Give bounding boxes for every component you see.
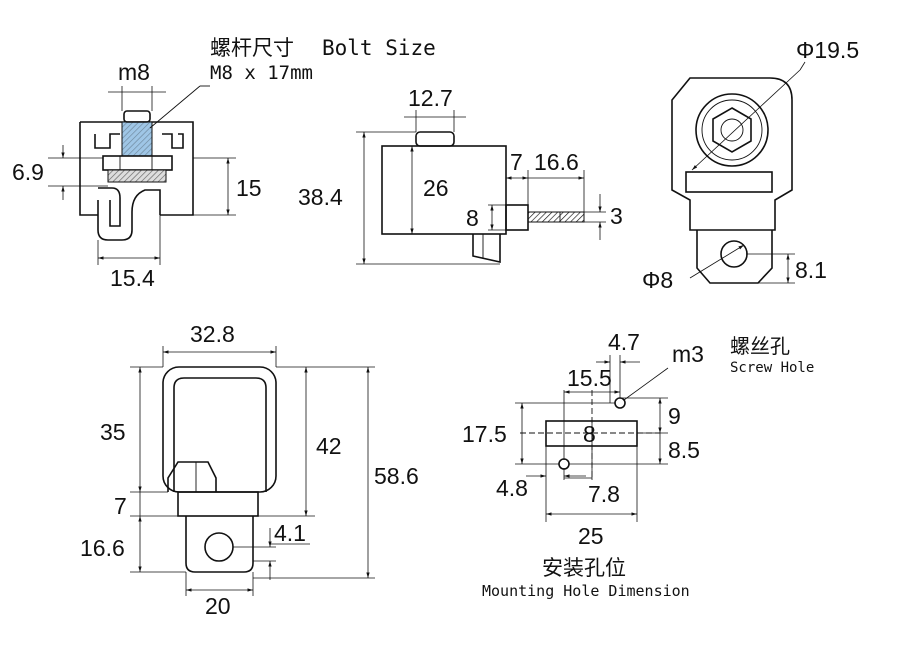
view-top: Φ19.5 Φ8 8.1 xyxy=(642,37,859,293)
dim-16-6-front: 16.6 xyxy=(80,535,125,561)
dim-38-4: 38.4 xyxy=(298,184,343,210)
bolt-size-label-zh: 螺杆尺寸 xyxy=(210,36,294,60)
dim-15: 15 xyxy=(236,175,262,201)
top-label-plate xyxy=(685,171,773,193)
dim-20: 20 xyxy=(205,593,231,619)
dim-4-8: 4.8 xyxy=(496,475,528,501)
mount-screw-hole-bottom xyxy=(558,458,570,470)
dim-7-front: 7 xyxy=(114,493,127,519)
side-bolt-head xyxy=(415,131,455,147)
side-foot xyxy=(472,234,501,263)
dim-15-4: 15.4 xyxy=(110,265,155,291)
top-terminal-hole xyxy=(720,240,748,268)
outline-nut xyxy=(167,461,217,492)
dim-12-7: 12.7 xyxy=(408,85,453,111)
side-terminal-base xyxy=(505,204,529,231)
bolt-thread-hatch xyxy=(122,122,152,156)
dim-7-side: 7 xyxy=(510,149,523,175)
dim-6-9: 6.9 xyxy=(12,159,44,185)
dim-7-8: 7.8 xyxy=(588,481,620,507)
dim-phi-8: Φ8 xyxy=(642,267,673,293)
screw-hole-label-en: Screw Hole xyxy=(730,360,814,376)
bolt-size-label-en: Bolt Size xyxy=(322,36,436,60)
outline-terminal xyxy=(185,516,254,573)
dim-26: 26 xyxy=(423,175,449,201)
front-inner-shelf xyxy=(94,133,184,149)
bolt-size-spec: M8 x 17mm xyxy=(210,62,313,84)
dim-32-8: 32.8 xyxy=(190,321,235,347)
outline-neck xyxy=(177,491,259,517)
top-terminal xyxy=(696,230,773,284)
mounting-hole-label-en: Mounting Hole Dimension xyxy=(482,582,690,600)
dim-8-1: 8.1 xyxy=(795,257,827,283)
view-front-bolt: m8 6.9 15 15.4 xyxy=(12,59,262,291)
dim-m3: m3 xyxy=(672,341,704,367)
outline-body xyxy=(162,366,277,493)
outline-terminal-hole xyxy=(204,532,234,562)
dim-15-5: 15.5 xyxy=(567,365,612,391)
side-terminal-blade xyxy=(527,211,585,223)
dim-25: 25 xyxy=(578,523,604,549)
dim-phi-19-5: Φ19.5 xyxy=(796,37,859,63)
dim-9: 9 xyxy=(668,403,681,429)
view-side: 12.7 38.4 26 7 16.6 8 3 xyxy=(298,85,623,265)
bolt-head xyxy=(123,110,151,123)
dim-42: 42 xyxy=(316,433,342,459)
front-loop-inner xyxy=(98,187,121,227)
top-inner-circle xyxy=(701,99,763,161)
dim-17-5: 17.5 xyxy=(462,421,507,447)
front-lower-loop xyxy=(97,189,161,241)
dim-3: 3 xyxy=(610,203,623,229)
view-front-outline: 32.8 35 7 16.6 42 58.6 4.1 20 xyxy=(80,321,419,619)
mount-slot xyxy=(545,420,638,447)
dim-m8: m8 xyxy=(118,59,150,85)
mount-screw-hole-top xyxy=(614,397,626,409)
dim-8-side: 8 xyxy=(466,205,479,231)
screw-hole-label-zh: 螺丝孔 xyxy=(730,334,790,358)
outline-inner-u xyxy=(173,377,267,492)
mounting-hole-label-zh: 安装孔位 xyxy=(542,556,626,580)
dim-16-6-side: 16.6 xyxy=(534,149,579,175)
top-outer-circle xyxy=(695,93,769,167)
dim-4-7: 4.7 xyxy=(608,329,640,355)
view-mounting-holes: 4.7 m3 螺丝孔 Screw Hole 15.5 9 8.5 17.5 8 xyxy=(462,329,814,600)
dim-8-5: 8.5 xyxy=(668,437,700,463)
dim-8-slot: 8 xyxy=(583,421,596,447)
dim-4-1: 4.1 xyxy=(274,520,306,546)
dim-35: 35 xyxy=(100,419,126,445)
nut xyxy=(102,155,173,171)
top-hex-nut xyxy=(712,107,752,153)
top-body xyxy=(671,77,793,231)
dim-58-6: 58.6 xyxy=(374,463,419,489)
